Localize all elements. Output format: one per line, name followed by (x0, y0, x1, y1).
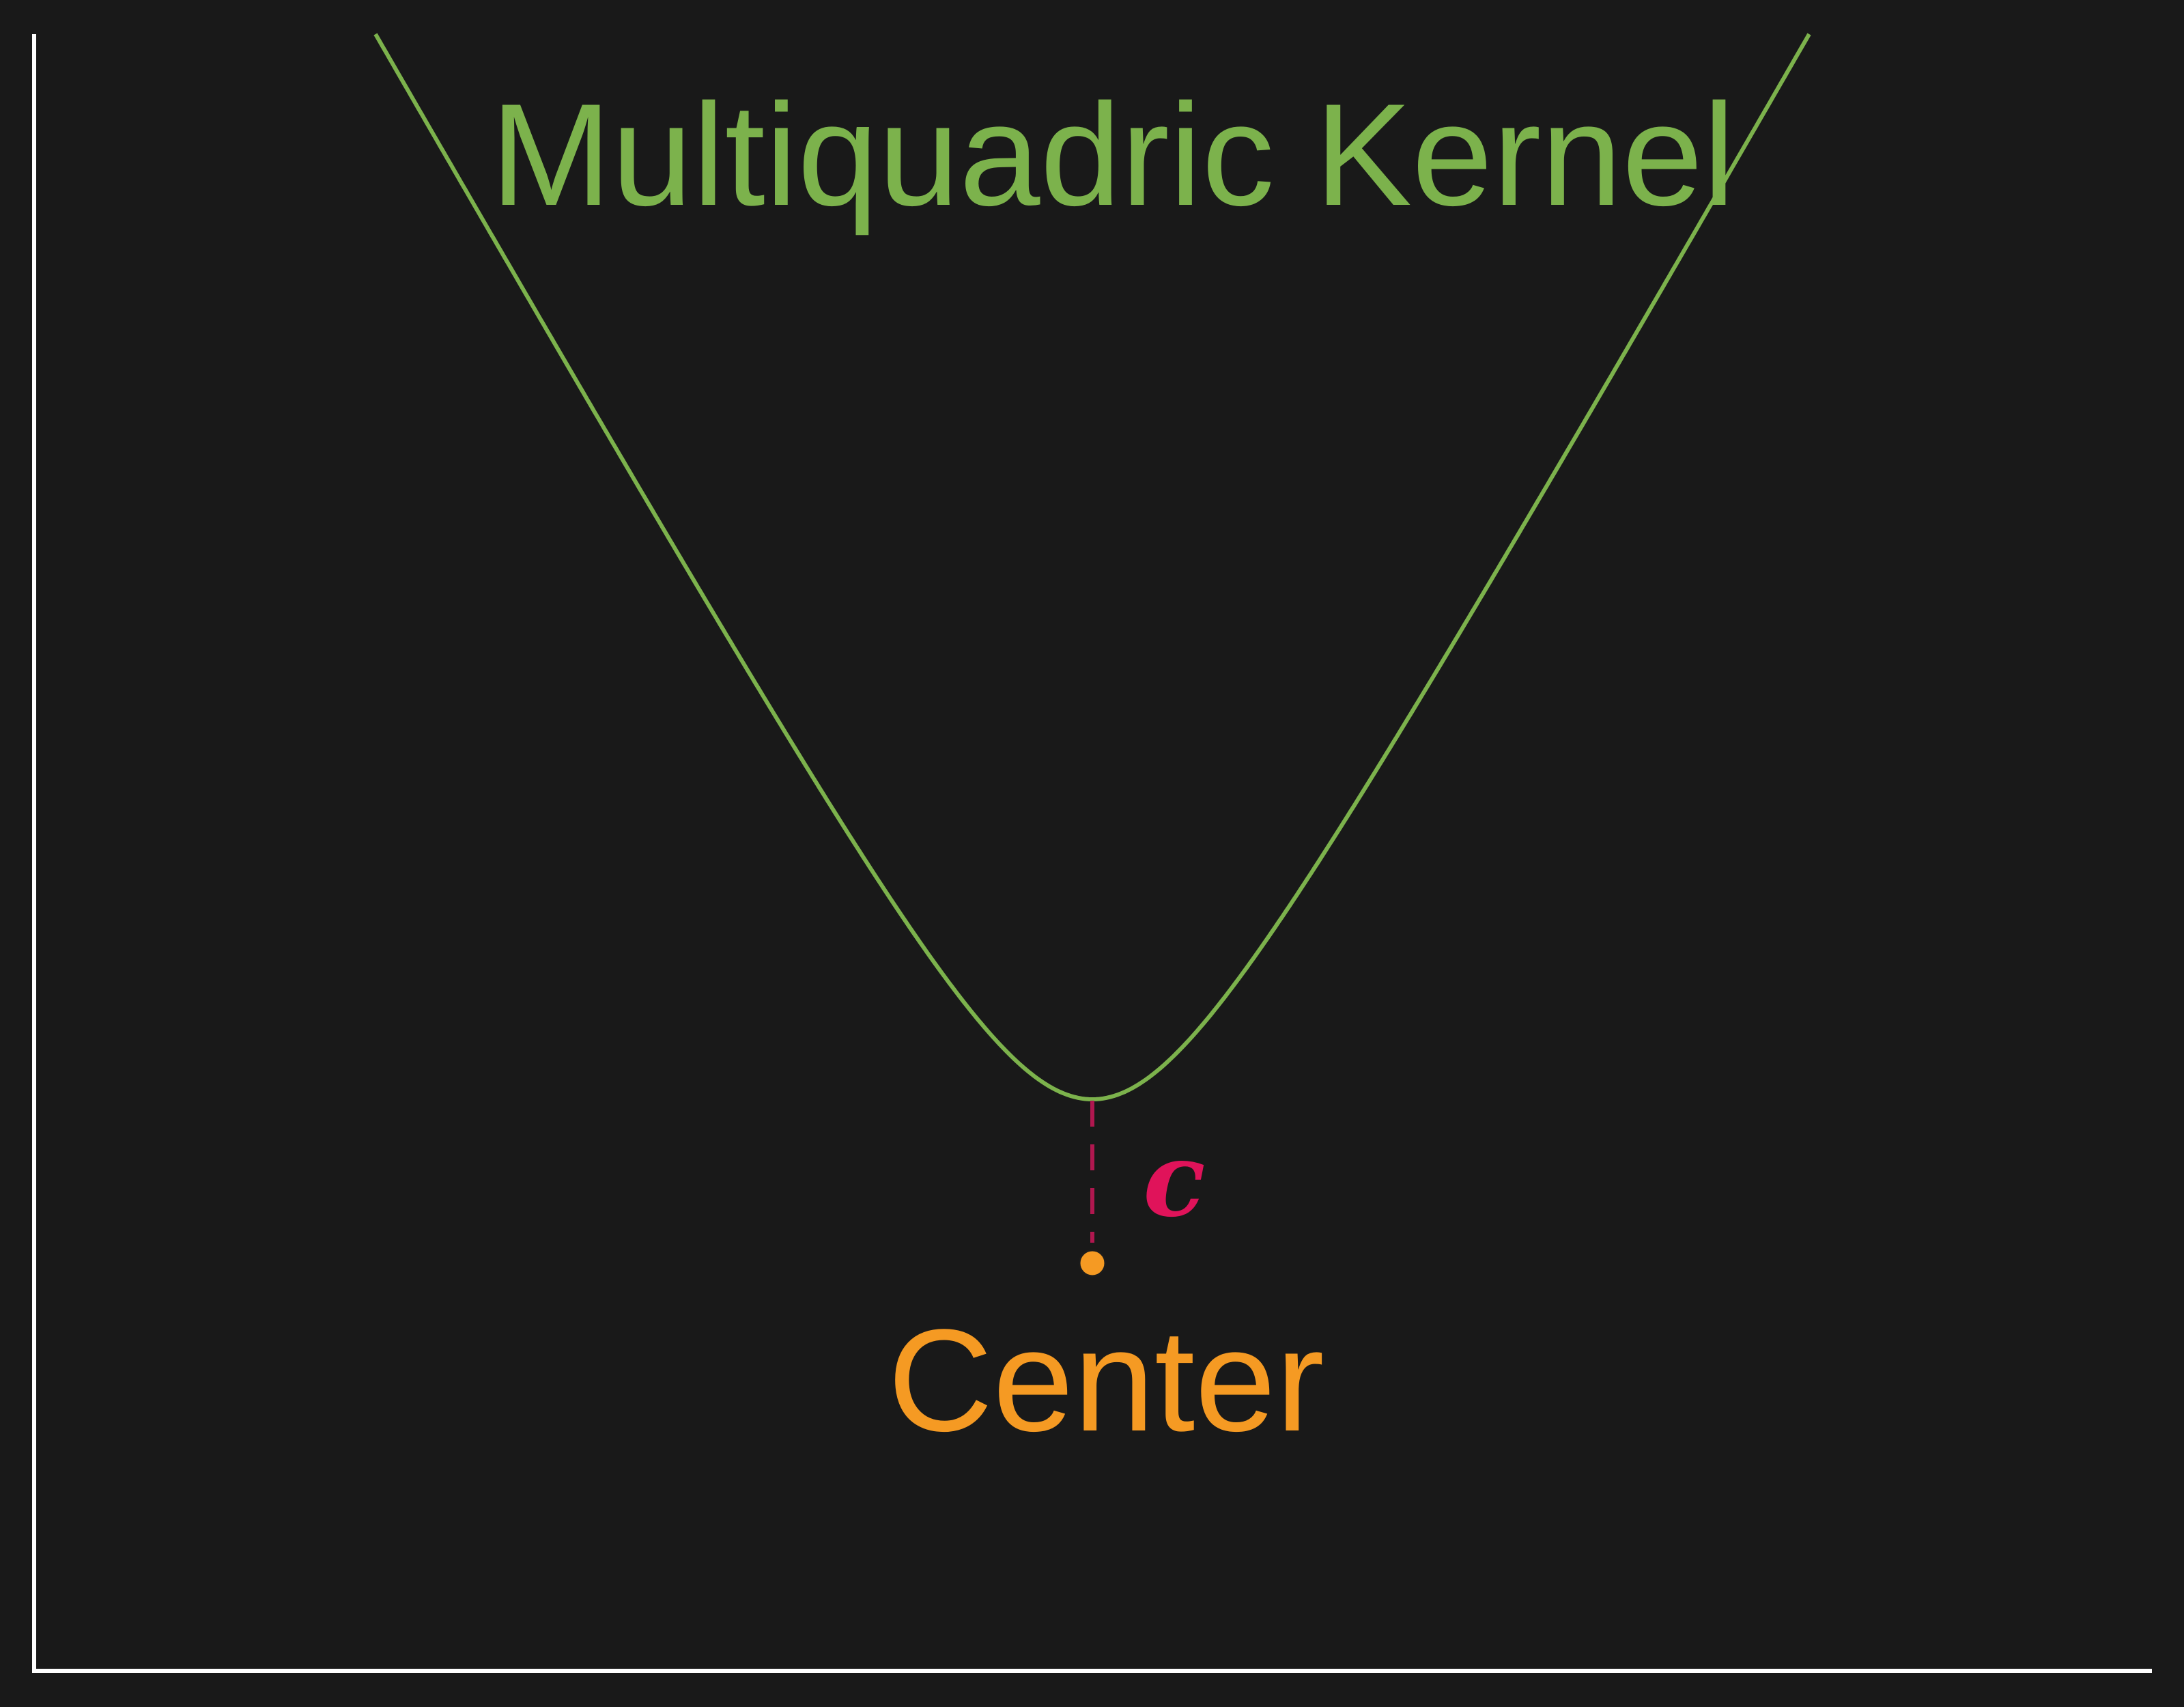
center-label: Center (888, 1299, 1324, 1462)
offset-c-label: c (1143, 1120, 1205, 1240)
multiquadric-curve (373, 33, 1811, 1102)
diagram-title: Multiquadric Kernel (490, 74, 1735, 236)
center-point (1078, 1249, 1107, 1278)
